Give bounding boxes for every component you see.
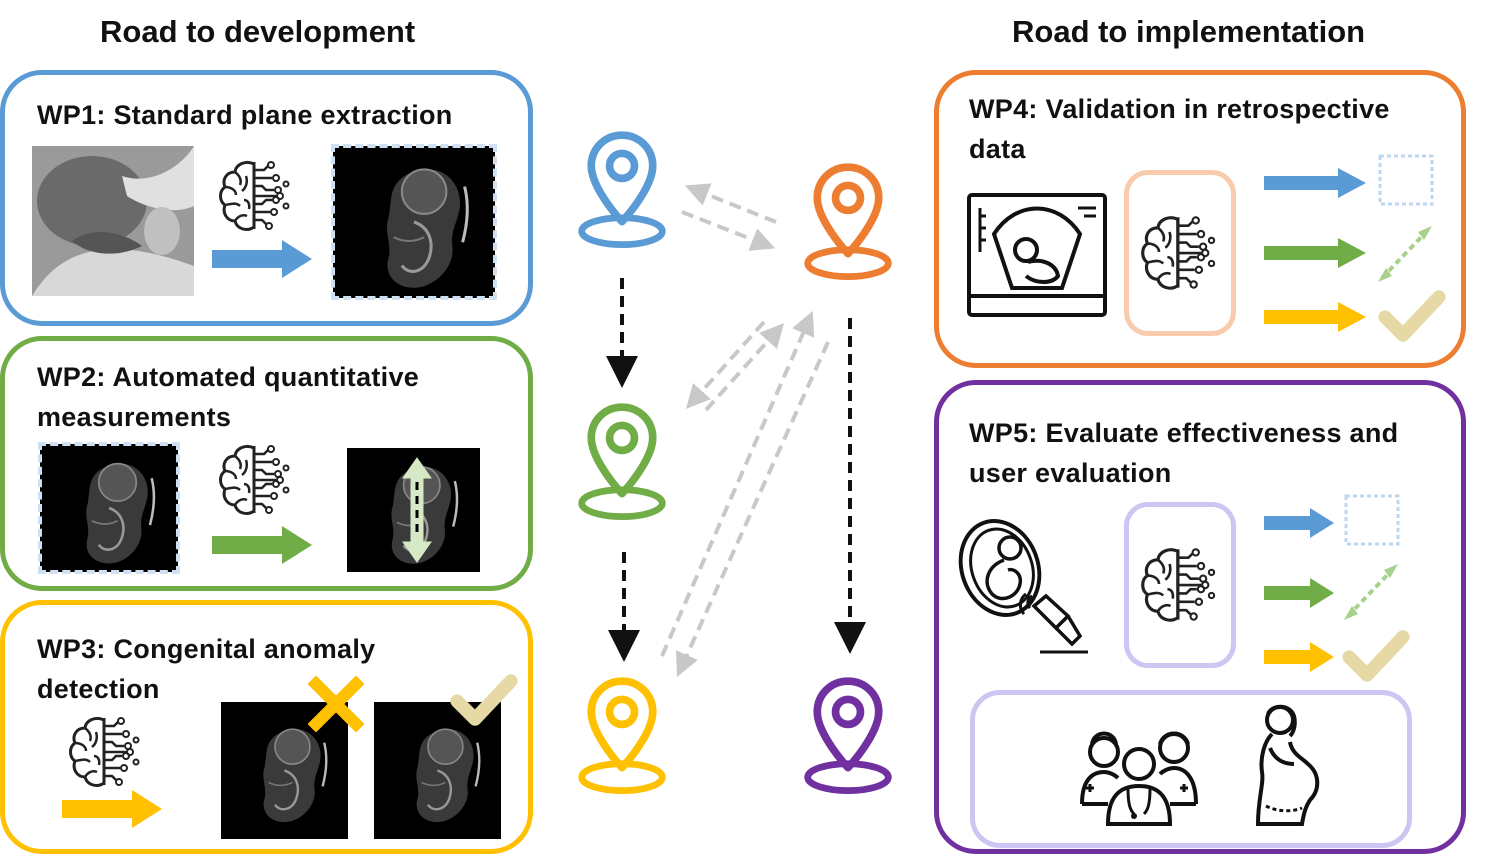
wp5-brain-icon bbox=[1138, 542, 1222, 628]
wp3-arrow bbox=[62, 790, 162, 828]
wp4-title: WP4: Validation in retrospective data bbox=[969, 94, 1390, 164]
wp3-location-pin-icon bbox=[574, 664, 670, 804]
wp1-location-pin-icon bbox=[574, 118, 670, 258]
wp2-input-image bbox=[38, 442, 180, 574]
heading-development: Road to development bbox=[100, 14, 416, 49]
wp1-title: WP1: Standard plane extraction bbox=[37, 100, 453, 130]
wp2-brain-icon bbox=[214, 440, 298, 520]
wp5-title: WP5: Evaluate effectiveness and user eva… bbox=[969, 418, 1399, 488]
checkmark-icon bbox=[450, 672, 518, 728]
wp1-arrow bbox=[212, 240, 312, 278]
wp4-outcomes bbox=[1264, 154, 1452, 350]
wp4-brain-icon bbox=[1138, 210, 1222, 296]
wp3-title: WP3: Congenital anomaly detection bbox=[37, 634, 376, 704]
wp2-title: WP2: Automated quantitative measurements bbox=[37, 362, 420, 432]
wp2-location-pin-icon bbox=[574, 390, 670, 530]
fetus-probe-icon bbox=[958, 519, 1088, 654]
cross-icon bbox=[308, 676, 364, 732]
wp3-rejected-image bbox=[221, 702, 348, 839]
heading-implementation: Road to implementation bbox=[1012, 14, 1366, 49]
wp1-brain-icon bbox=[214, 156, 298, 236]
doctors-icon bbox=[1080, 731, 1198, 826]
ultrasound-monitor-icon bbox=[967, 193, 1107, 317]
wp3-brain-icon bbox=[64, 712, 148, 792]
wp5-location-pin-icon bbox=[800, 664, 896, 804]
wp1-output-plane-image bbox=[331, 144, 497, 300]
pregnant-woman-icon bbox=[1255, 704, 1320, 826]
wp4-location-pin-icon bbox=[800, 150, 896, 290]
wp5-outcomes bbox=[1264, 494, 1422, 690]
wp5-users-panel bbox=[970, 690, 1412, 848]
wp2-arrow bbox=[212, 526, 312, 564]
wp2-measurement-image bbox=[347, 448, 480, 572]
wp3-accepted-image bbox=[374, 702, 501, 839]
wp1-input-ultrasound-image bbox=[32, 146, 194, 296]
